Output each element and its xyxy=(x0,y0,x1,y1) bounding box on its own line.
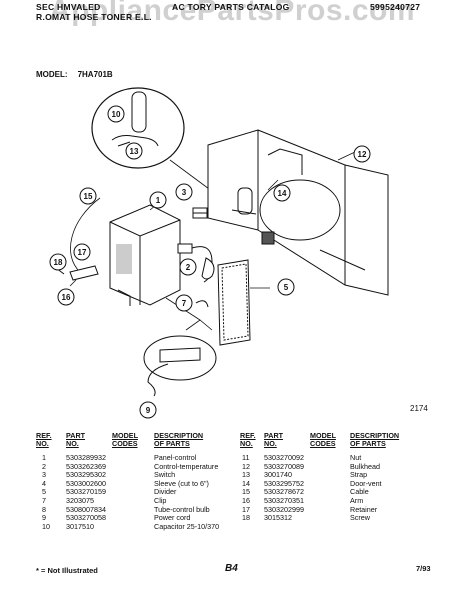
header-ref: REF.NO. xyxy=(36,431,52,448)
callout-label: 1 xyxy=(156,196,161,205)
callout-5: 5 xyxy=(277,278,295,296)
callout-16: 16 xyxy=(57,288,75,306)
brand-line-2: R.OMAT HOSE TONER E.L. xyxy=(36,12,152,22)
callout-9: 9 xyxy=(139,401,157,419)
callout-17: 17 xyxy=(73,243,91,261)
not-illustrated-note: * = Not Illustrated xyxy=(36,566,98,575)
callout-15: 15 xyxy=(79,187,97,205)
callout-label: 13 xyxy=(130,147,139,156)
cable-line xyxy=(70,197,101,273)
callout-2: 2 xyxy=(179,258,197,276)
exploded-parts-diagram: 10 13 12 14 15 3 1 17 18 16 2 5 7 9 xyxy=(49,87,389,419)
callout-12: 12 xyxy=(353,145,371,163)
divider xyxy=(217,259,270,346)
callout-label: 9 xyxy=(146,406,151,415)
callout-label: 5 xyxy=(284,283,289,292)
callout-label: 2 xyxy=(186,263,191,272)
callout-label: 16 xyxy=(62,293,71,302)
callout-label: 7 xyxy=(182,299,187,308)
callout-14: 14 xyxy=(273,184,291,202)
clip xyxy=(195,300,209,308)
model-label: MODEL: xyxy=(36,70,68,79)
page-number: B4 xyxy=(225,563,238,574)
callout-1: 1 xyxy=(149,191,167,209)
switch xyxy=(192,207,208,219)
figure-number: 2174 xyxy=(410,404,428,413)
header-ref: REF.NO. xyxy=(240,431,256,448)
model-line: MODEL: 7HA701B xyxy=(36,70,113,79)
catalog-title: AC TORY PARTS CATALOG xyxy=(172,2,290,12)
callout-18: 18 xyxy=(49,253,67,271)
callout-label: 17 xyxy=(78,248,87,257)
callout-label: 14 xyxy=(278,189,287,198)
brand-line-1: SEC HMVALED xyxy=(36,2,101,12)
watermark: AppliancePartsPros.com xyxy=(48,0,416,27)
revision-date: 7/93 xyxy=(416,564,431,573)
power-cord-inset xyxy=(143,297,217,397)
capacitor xyxy=(231,179,279,215)
control-panel xyxy=(109,204,181,306)
callout-13: 13 xyxy=(125,142,143,160)
callout-label: 3 xyxy=(182,188,187,197)
callout-7: 7 xyxy=(175,294,193,312)
callout-label: 12 xyxy=(358,150,367,159)
callout-label: 10 xyxy=(112,110,121,119)
callout-3: 3 xyxy=(175,183,193,201)
catalog-number: 5995240727 xyxy=(370,2,421,12)
callout-label: 15 xyxy=(84,192,93,201)
model-number: 7HA701B xyxy=(77,70,113,79)
callout-10: 10 xyxy=(107,105,125,123)
callout-label: 18 xyxy=(54,258,63,267)
temperature-control xyxy=(177,243,215,283)
